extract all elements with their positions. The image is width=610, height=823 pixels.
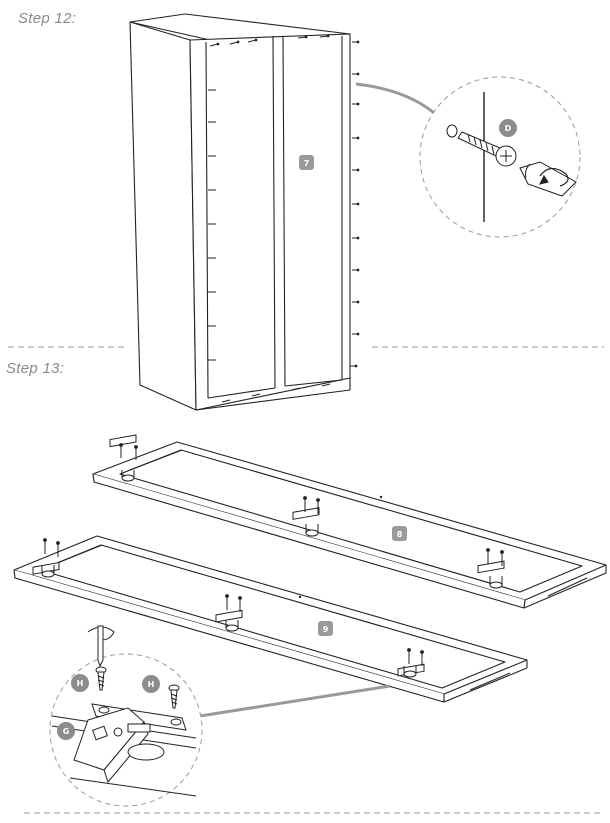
door-9-drawing xyxy=(13,535,528,703)
part-7-badge: 7 xyxy=(299,155,314,170)
hinge-detail-zoom: H H G xyxy=(49,625,203,807)
callout-connector-step13 xyxy=(199,684,391,718)
part-8-label: 8 xyxy=(397,530,403,539)
screw-h-label-right: H xyxy=(148,680,155,689)
wardrobe-drawing xyxy=(129,13,351,411)
hinge-g-label: G xyxy=(63,727,70,736)
part-7-label: 7 xyxy=(304,159,310,168)
step-13-title: Step 13: xyxy=(6,360,65,377)
door-8-drawing xyxy=(92,441,607,609)
door-8-hinges xyxy=(109,434,505,589)
part-9-label: 9 xyxy=(323,625,329,634)
callout-connector-step12 xyxy=(355,82,442,120)
part-8-badge: 8 xyxy=(392,526,407,541)
screw-detail-zoom: D xyxy=(419,76,581,238)
step-12-title: Step 12: xyxy=(18,10,77,27)
screw-h-label-left: H xyxy=(77,679,84,688)
screw-d-label: D xyxy=(505,124,512,133)
door-9-hinges xyxy=(32,538,425,678)
part-9-badge: 9 xyxy=(318,621,333,636)
